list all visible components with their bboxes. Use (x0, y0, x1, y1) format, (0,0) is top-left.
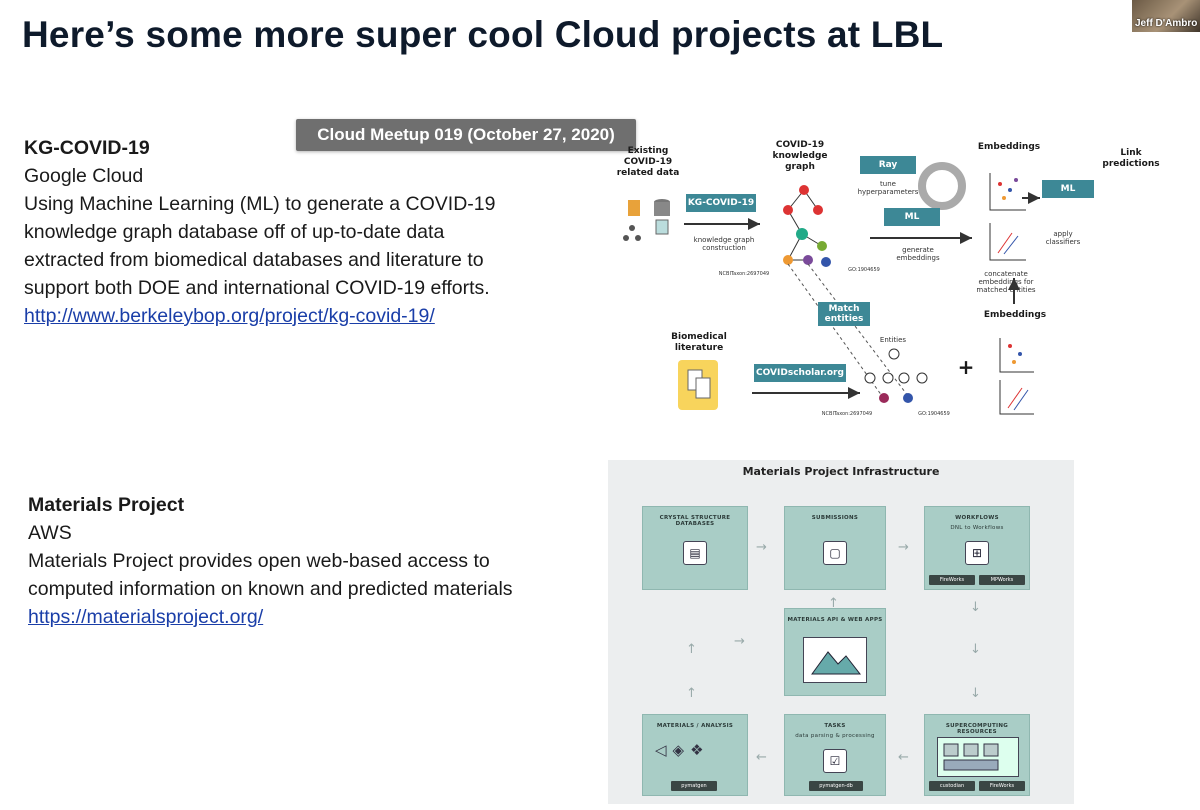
entities-label: Entities (879, 336, 907, 344)
arrow-left-icon: ← (898, 750, 909, 765)
go-label: GO:1904659 (918, 411, 950, 417)
mpworks-chip: MPWorks (979, 575, 1025, 585)
document-icon: ▢ (823, 541, 847, 565)
embeddings-top-label: Embeddings (977, 142, 1041, 152)
covidscholar-button: COVIDscholar.org (754, 364, 846, 382)
slide-title: Here’s some more super cool Cloud projec… (22, 14, 944, 55)
database-icon: ▤ (683, 541, 707, 565)
pymatgen-chip: pymatgen (671, 781, 717, 791)
materials-infrastructure-diagram: Materials Project Infrastructure → → ↓ ↓… (608, 460, 1074, 804)
kg-label: COVID-19 knowledge graph (772, 140, 828, 172)
workflow-icon: ⊞ (965, 541, 989, 565)
materials-analysis-box: MATERIALS / ANALYSIS ◁◈❖ pymatgen (642, 714, 748, 796)
biomedical-label: Biomedical literature (671, 332, 727, 353)
server-rack-icon (937, 737, 1019, 777)
document-icon (628, 200, 640, 216)
supercomputing-box: SUPERCOMPUTING RESOURCES custodian FireW… (924, 714, 1030, 796)
arrow-down-icon: ↓ (970, 642, 981, 657)
apply-label: apply classifiers (1045, 230, 1081, 246)
meeting-tooltip: Cloud Meetup 019 (October 27, 2020) (296, 119, 636, 151)
box-title: TASKS (824, 723, 846, 729)
arrow-down-icon: ↓ (970, 686, 981, 701)
kg-construction-label: knowledge graph construction (693, 236, 755, 252)
arrow-down-icon: ↓ (970, 600, 981, 615)
workflows-box: WORKFLOWS DNL to Workflows ⊞ FireWorks M… (924, 506, 1030, 590)
project-description-line: Using Machine Learning (ML) to generate … (24, 193, 496, 215)
project-description-line: knowledge graph database off of up-to-da… (24, 221, 445, 243)
tune-label: tune hyperparameters (857, 180, 919, 196)
project-provider: AWS (28, 522, 72, 544)
fireworks-chip: FireWorks (979, 781, 1025, 791)
match-entities-button: Match entities (818, 302, 870, 326)
cylinder-icon (655, 219, 669, 235)
box-title: WORKFLOWS (955, 515, 999, 521)
go-label: GO:1904659 (848, 267, 880, 273)
project-materials: Materials Project AWS Materials Project … (28, 491, 513, 631)
taxon-label: NCBITaxon:2697049 (718, 271, 770, 277)
arrow-up-icon: ↑ (686, 642, 697, 657)
knowledge-graph-tree (783, 185, 831, 267)
tasks-box: TASKS data parsing & processing ☑ pymatg… (784, 714, 886, 796)
box-title: MATERIALS / ANALYSIS (656, 723, 734, 729)
cycle-icon (918, 162, 966, 210)
participant-name: Jeff D'Ambro (1135, 18, 1198, 29)
ml-button: ML (884, 208, 940, 226)
project-link[interactable]: https://materialsproject.org/ (28, 606, 264, 628)
arrow-up-icon: ↑ (828, 596, 839, 611)
diagram-graphics (623, 162, 1040, 415)
pymatgen-db-chip: pymatgen-db (809, 781, 863, 791)
submissions-box: SUBMISSIONS ▢ (784, 506, 886, 590)
project-name: Materials Project (28, 494, 185, 516)
project-link[interactable]: http://www.berkeleybop.org/project/kg-co… (24, 305, 435, 327)
existing-data-label: Existing COVID-19 related data (616, 146, 680, 178)
custodian-chip: custodian (929, 781, 975, 791)
project-name: KG-COVID-19 (24, 137, 150, 159)
project-description-line: extracted from biomedical databases and … (24, 249, 484, 271)
crystal-databases-box: CRYSTAL STRUCTURE DATABASES ▤ (642, 506, 748, 590)
embeddings-bottom-label: Embeddings (983, 310, 1047, 320)
link-predictions-label: Link predictions (1102, 148, 1160, 169)
box-title: MATERIALS API & WEB APPS (787, 617, 883, 623)
api-webapps-box: MATERIALS API & WEB APPS (784, 608, 886, 696)
scatter-plot-icon (989, 173, 1026, 261)
tree-icon (629, 225, 635, 231)
kg-covid-diagram: Existing COVID-19 related data COVID-19 … (612, 128, 1160, 428)
arrow-up-icon: ↑ (686, 686, 697, 701)
arrow-right-icon: → (898, 540, 909, 555)
generate-label: generate embeddings (896, 246, 940, 262)
arrow-right-icon: → (756, 540, 767, 555)
taxon-label: NCBITaxon:2697049 (821, 411, 873, 417)
arrow-right-icon: → (734, 634, 745, 649)
checklist-icon: ☑ (823, 749, 847, 773)
scatter-plot-icon (999, 338, 1034, 415)
ray-button: Ray (860, 156, 916, 174)
box-title: SUBMISSIONS (811, 515, 859, 521)
plus-icon: + (957, 355, 975, 379)
project-description-line: support both DOE and international COVID… (24, 277, 490, 299)
project-kg-covid: KG-COVID-19 Google Cloud Using Machine L… (24, 134, 496, 330)
arrow-left-icon: ← (756, 750, 767, 765)
box-title: SUPERCOMPUTING RESOURCES (945, 723, 1009, 735)
concat-label: concatenate embeddings for matched entit… (976, 270, 1036, 294)
kg-covid-button: KG-COVID-19 (686, 194, 756, 212)
box-subtitle: DNL to Workflows (950, 525, 1004, 531)
box-subtitle: data parsing & processing (795, 733, 875, 739)
entity-nodes (864, 348, 928, 403)
ml-button: ML (1042, 180, 1094, 198)
fireworks-chip: FireWorks (929, 575, 975, 585)
project-description-line: Materials Project provides open web-base… (28, 550, 490, 572)
crystal-icons: ◁◈❖ (655, 741, 710, 759)
project-provider: Google Cloud (24, 165, 144, 187)
laptop-icon (803, 637, 867, 683)
participant-video-thumbnail[interactable]: Jeff D'Ambro (1132, 0, 1200, 32)
box-title: CRYSTAL STRUCTURE DATABASES (659, 515, 731, 527)
diagram-title: Materials Project Infrastructure (742, 465, 940, 478)
project-description-line: computed information on known and predic… (28, 578, 513, 600)
